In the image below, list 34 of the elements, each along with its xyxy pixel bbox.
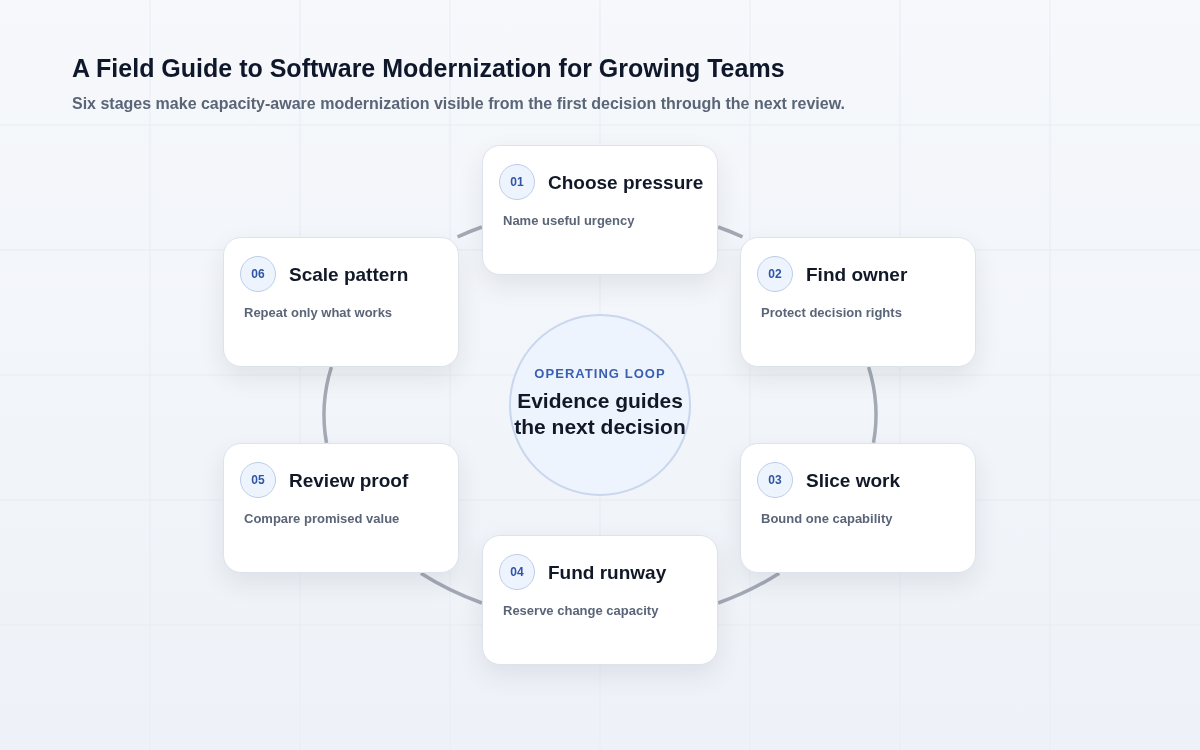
stage-description: Protect decision rights — [761, 304, 903, 322]
step-number-badge: 04 — [499, 554, 535, 590]
stage-title: Slice work — [806, 470, 900, 490]
ring-connector — [456, 225, 483, 239]
stage-description: Bound one capability — [761, 510, 894, 528]
step-number-badge: 03 — [757, 462, 793, 498]
stage-card — [223, 443, 459, 573]
eyebrow-label: OPERATING LOOP — [534, 366, 666, 380]
stage-title: Choose pressure — [548, 172, 704, 192]
stage-card — [482, 145, 718, 275]
diagram-subtitle: Six stages make capacity-aware modernization visible from the first decision through the next review. — [72, 94, 845, 114]
ring-connector — [717, 571, 781, 605]
stage-card — [223, 237, 459, 367]
stage-description: Reserve change capacity — [503, 602, 660, 620]
stage-card — [482, 535, 718, 665]
stage-title: Scale pattern — [289, 264, 409, 284]
ring-connector — [322, 366, 334, 444]
diagram-title: A Field Guide to Software Modernization for Growing Teams — [72, 53, 785, 83]
stage-description: Repeat only what works — [244, 304, 394, 322]
stage-card — [740, 237, 976, 367]
stage-description: Compare promised value — [244, 510, 401, 528]
stage-description: Name useful urgency — [503, 212, 636, 230]
ring-connector — [717, 225, 744, 239]
step-number-badge: 01 — [499, 164, 535, 200]
stage-title: Find owner — [806, 264, 908, 284]
ring-connector — [866, 366, 878, 443]
stage-title: Fund runway — [548, 562, 667, 582]
center-headline: Evidence guides the next decision — [513, 387, 687, 440]
stage-title: Review proof — [289, 470, 409, 490]
stage-card — [740, 443, 976, 573]
step-number-badge: 05 — [240, 462, 276, 498]
step-number-badge: 06 — [240, 256, 276, 292]
ring-connector — [420, 571, 483, 605]
step-number-badge: 02 — [757, 256, 793, 292]
